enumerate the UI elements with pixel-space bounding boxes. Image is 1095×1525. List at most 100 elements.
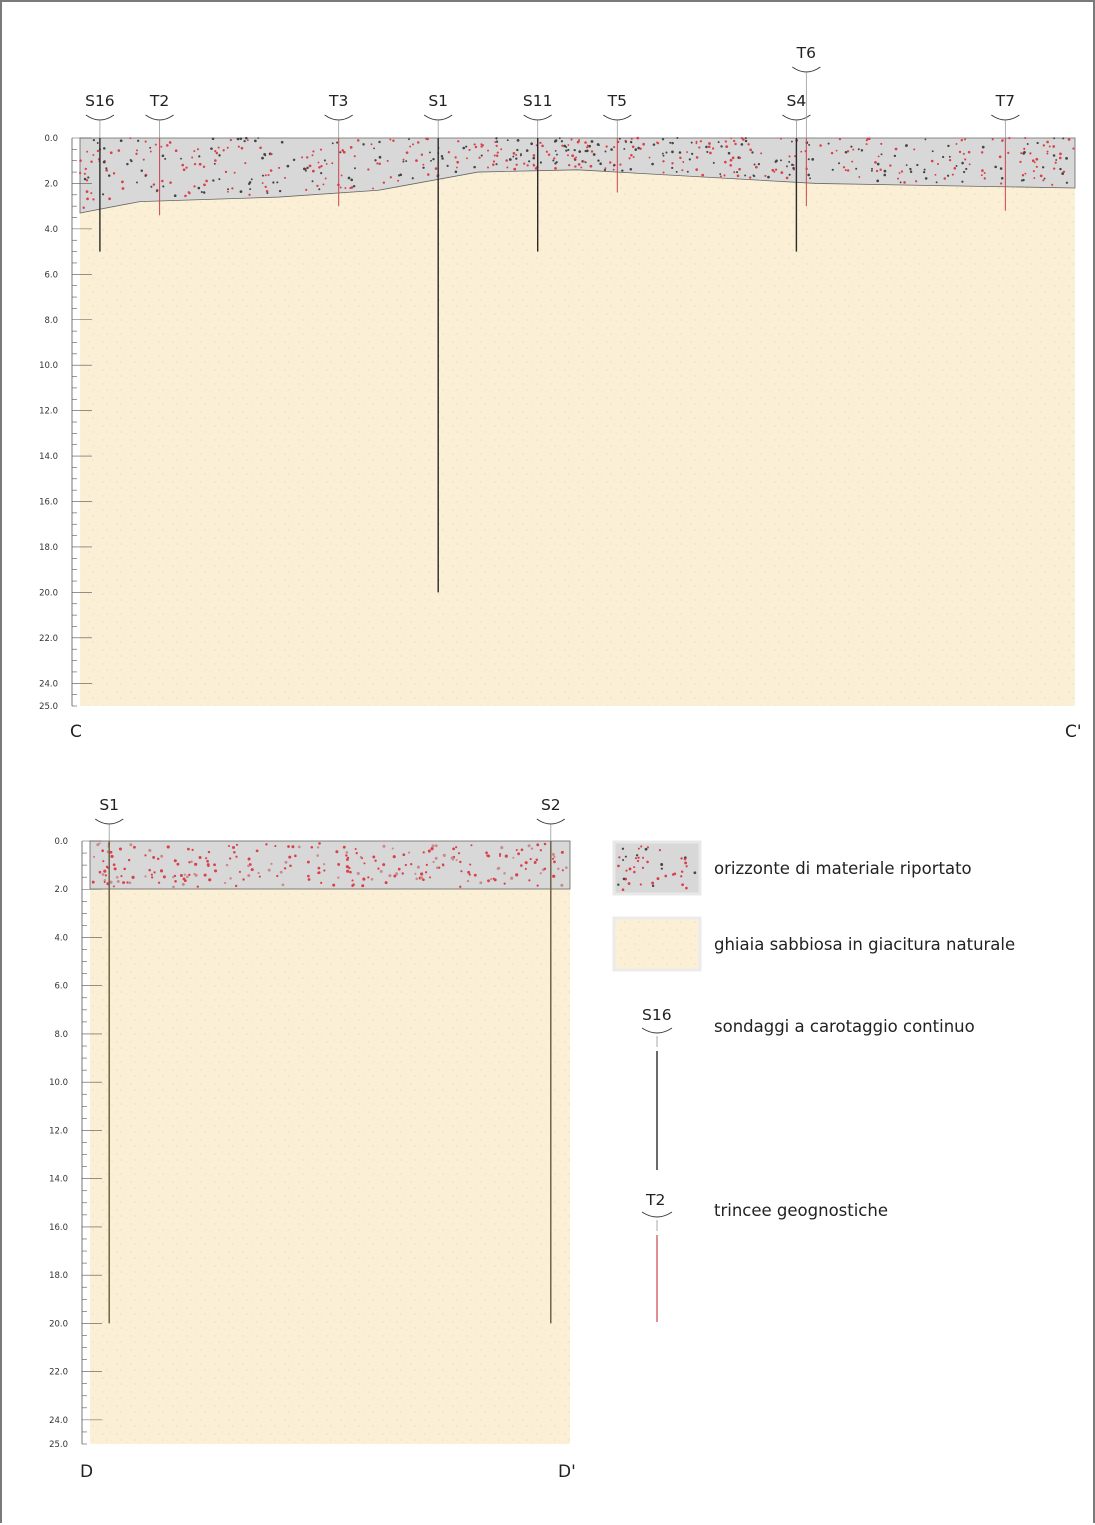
fill-dot bbox=[287, 845, 290, 848]
fill-dot bbox=[725, 145, 729, 149]
fill-dot bbox=[642, 142, 645, 146]
fill-dot bbox=[427, 173, 430, 176]
fill-dot bbox=[575, 156, 578, 159]
fill-dot bbox=[788, 160, 791, 163]
fill-dot bbox=[512, 155, 515, 158]
fill-dot bbox=[233, 850, 236, 854]
fill-dot bbox=[261, 182, 264, 184]
fill-dot bbox=[389, 138, 392, 141]
fill-dot bbox=[961, 180, 964, 183]
fill-dot bbox=[361, 884, 365, 888]
fill-dot bbox=[552, 874, 556, 878]
fill-dot bbox=[372, 855, 376, 859]
fill-dot bbox=[617, 883, 620, 886]
fill-dot bbox=[508, 158, 512, 161]
fill-dot bbox=[455, 859, 458, 862]
fill-dot bbox=[325, 162, 328, 165]
fill-dot bbox=[128, 881, 132, 885]
fill-dot bbox=[679, 156, 682, 160]
borehole-cap-icon bbox=[792, 66, 821, 73]
fill-dot bbox=[967, 150, 971, 154]
fill-dot bbox=[838, 162, 841, 165]
fill-dot bbox=[351, 879, 354, 882]
fill-dot bbox=[415, 159, 418, 162]
fill-dot bbox=[680, 870, 684, 873]
fill-dot bbox=[446, 164, 449, 168]
fill-dot bbox=[311, 154, 314, 157]
fill-dot bbox=[316, 854, 319, 857]
fill-dot bbox=[136, 149, 138, 152]
fill-dot bbox=[794, 155, 797, 158]
fill-dot bbox=[573, 148, 576, 152]
fill-dot bbox=[712, 161, 715, 164]
fill-dot bbox=[306, 156, 309, 159]
fill-dot bbox=[530, 847, 534, 850]
fill-dot bbox=[373, 147, 375, 150]
fill-dot bbox=[749, 176, 752, 179]
fill-dot bbox=[744, 137, 747, 140]
fill-dot bbox=[384, 881, 388, 885]
fill-dot bbox=[685, 886, 688, 890]
fill-dot bbox=[865, 139, 868, 142]
fill-dot bbox=[232, 846, 235, 849]
legend-trincee-label: trincee geognostiche bbox=[714, 1201, 888, 1220]
fill-dot bbox=[1020, 179, 1023, 182]
fill-dot bbox=[529, 857, 532, 861]
fill-dot bbox=[573, 157, 576, 160]
fill-dot bbox=[1067, 138, 1071, 141]
fill-dot bbox=[651, 884, 655, 888]
fill-dot bbox=[983, 177, 986, 180]
fill-dot bbox=[879, 168, 882, 171]
fill-dot bbox=[500, 846, 504, 850]
fill-dot bbox=[503, 872, 506, 875]
fill-dot bbox=[630, 137, 633, 140]
fill-dot bbox=[183, 873, 186, 876]
fill-dot bbox=[682, 161, 685, 163]
fill-dot bbox=[574, 165, 577, 168]
fill-dot bbox=[270, 152, 273, 156]
section-c-gravel-layer bbox=[80, 138, 1075, 706]
fill-dot bbox=[641, 856, 645, 859]
fill-dot bbox=[565, 149, 568, 152]
section-d-depth-axis: 0.02.04.06.08.010.012.014.016.018.020.02… bbox=[49, 837, 102, 1450]
fill-dot bbox=[155, 189, 159, 192]
fill-dot bbox=[473, 165, 476, 169]
section-c-axis-tick-label: 25.0 bbox=[39, 702, 58, 712]
fill-dot bbox=[894, 147, 898, 151]
fill-dot bbox=[747, 143, 750, 146]
fill-dot bbox=[120, 875, 123, 878]
fill-dot bbox=[946, 174, 950, 177]
fill-dot bbox=[633, 870, 636, 874]
fill-dot bbox=[686, 151, 689, 153]
fill-dot bbox=[349, 870, 352, 874]
section-c-left-label: C bbox=[70, 722, 82, 742]
fill-dot bbox=[819, 144, 822, 147]
fill-dot bbox=[934, 173, 937, 176]
borehole-cap-icon bbox=[536, 818, 566, 825]
fill-dot bbox=[283, 867, 287, 870]
fill-dot bbox=[551, 857, 555, 860]
section-d-axis-tick-label: 2.0 bbox=[54, 885, 68, 895]
fill-dot bbox=[470, 844, 473, 847]
section-c-right-label: C' bbox=[1065, 722, 1082, 742]
fill-dot bbox=[434, 167, 438, 170]
fill-dot bbox=[625, 140, 627, 143]
fill-dot bbox=[685, 865, 688, 868]
fill-dot bbox=[505, 159, 508, 162]
legend-sondaggi-symbol: S16 bbox=[642, 1006, 672, 1024]
fill-dot bbox=[422, 163, 425, 166]
fill-dot bbox=[193, 150, 196, 153]
fill-dot bbox=[590, 150, 594, 153]
fill-dot bbox=[144, 875, 147, 878]
legend-sondaggi-cap-icon bbox=[641, 1027, 673, 1034]
fill-dot bbox=[317, 866, 321, 870]
fill-dot bbox=[738, 156, 742, 160]
fill-dot bbox=[924, 177, 928, 180]
fill-dot bbox=[462, 146, 466, 150]
legend-gravel-swatch bbox=[612, 916, 702, 972]
fill-dot bbox=[242, 878, 245, 881]
fill-dot bbox=[227, 844, 230, 848]
fill-dot bbox=[536, 843, 540, 847]
